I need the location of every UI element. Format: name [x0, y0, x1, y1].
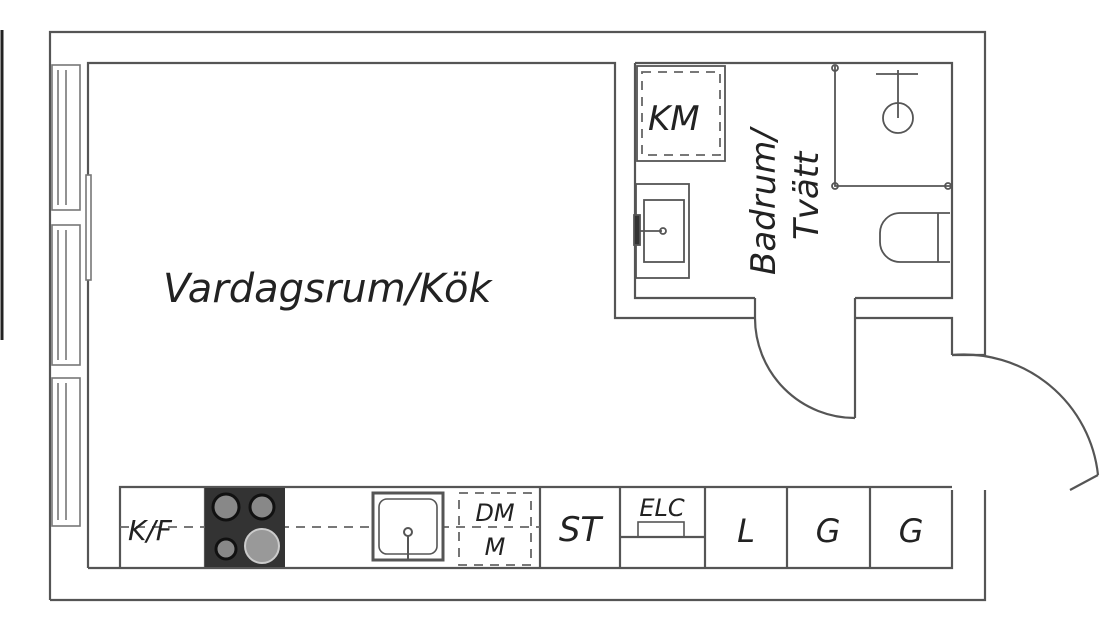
room-label-bathroom: Badrum/ — [744, 126, 784, 275]
room-label-laundry: Tvätt — [787, 150, 827, 240]
closet-l-label: L — [737, 512, 755, 550]
kitchen-sink — [371, 491, 445, 562]
dishwasher-label-2: M — [485, 533, 506, 561]
shower — [831, 64, 952, 190]
walls — [48, 30, 987, 602]
dishwasher: DM M — [458, 492, 532, 566]
electrical-label: ELC — [639, 494, 685, 522]
bathroom-sink — [633, 183, 690, 279]
entrance-door[interactable] — [951, 353, 1100, 491]
toilet — [879, 212, 950, 263]
fridge-freezer-label: K/F — [128, 514, 173, 547]
electrical-cabinet: ELC — [637, 494, 685, 538]
room-label-living-kitchen: Vardagsrum/Kök — [163, 266, 493, 312]
washing-machine: KM — [636, 65, 726, 162]
storage-label: ST — [559, 510, 604, 550]
windows — [51, 64, 92, 527]
closet-g1-label: G — [816, 512, 841, 550]
washing-machine-label: KM — [648, 99, 700, 139]
stove — [205, 488, 285, 567]
closet-g2-label: G — [899, 512, 924, 550]
bathroom-door[interactable] — [753, 317, 857, 420]
dishwasher-label-1: DM — [475, 499, 514, 527]
